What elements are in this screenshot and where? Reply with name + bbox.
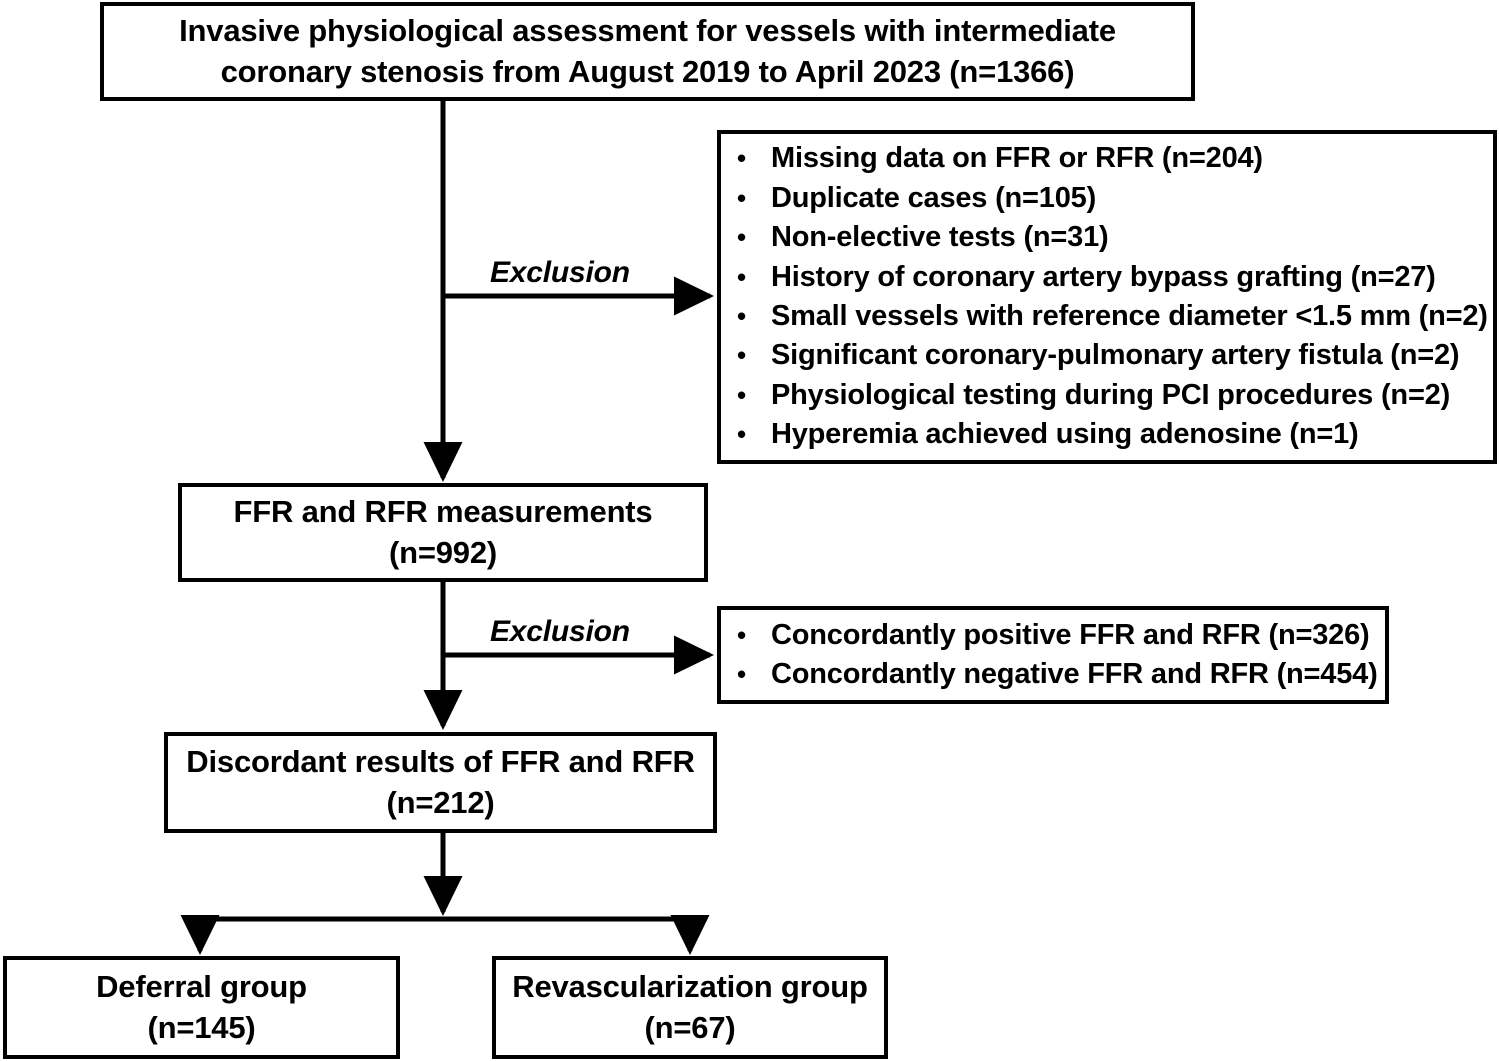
- bullet-icon: •: [737, 619, 746, 650]
- list-item: • Non-elective tests (n=31): [737, 218, 1493, 257]
- node-discordant: Discordant results of FFR and RFR (n=212…: [164, 732, 717, 833]
- node-measurements-line-1: FFR and RFR measurements: [233, 494, 653, 530]
- list-item: • Concordantly positive FFR and RFR (n=3…: [737, 616, 1385, 655]
- bullet-icon: •: [737, 222, 746, 253]
- bullet-icon: •: [737, 301, 746, 331]
- list-item: • History of coronary artery bypass graf…: [737, 258, 1493, 297]
- node-measurements: FFR and RFR measurements (n=992): [178, 483, 708, 582]
- node-deferral-line-2: (n=145): [147, 1009, 256, 1045]
- exclusion-label-1: Exclusion: [490, 256, 630, 289]
- list-item-label: Concordantly negative FFR and RFR (n=454…: [771, 658, 1378, 690]
- list-item-label: Significant coronary-pulmonary artery fi…: [771, 339, 1460, 372]
- node-revascularization: Revascularization group (n=67): [492, 956, 888, 1059]
- node-deferral-line-1: Deferral group: [96, 969, 307, 1005]
- node-deferral: Deferral group (n=145): [3, 956, 400, 1059]
- list-item-label: Duplicate cases (n=105): [771, 181, 1097, 214]
- list-item: • Concordantly negative FFR and RFR (n=4…: [737, 655, 1385, 694]
- node-enrollment: Invasive physiological assessment for ve…: [100, 2, 1195, 101]
- node-measurements-line-2: (n=992): [388, 534, 497, 570]
- node-discordant-line-1: Discordant results of FFR and RFR: [186, 744, 695, 780]
- exclusion-list-1: • Missing data on FFR or RFR (n=204) • D…: [717, 130, 1497, 464]
- list-item-label: Hyperemia achieved using adenosine (n=1): [771, 418, 1359, 451]
- bullet-icon: •: [737, 261, 746, 292]
- list-item-label: Physiological testing during PCI procedu…: [771, 378, 1451, 411]
- node-enrollment-line-1: Invasive physiological assessment for ve…: [179, 13, 1116, 49]
- list-item-label: Missing data on FFR or RFR (n=204): [771, 142, 1263, 175]
- exclusion-list-2: • Concordantly positive FFR and RFR (n=3…: [717, 606, 1389, 704]
- bullet-icon: •: [737, 419, 746, 450]
- list-item-label: Small vessels with reference diameter <1…: [771, 300, 1488, 332]
- list-item-label: Non-elective tests (n=31): [771, 221, 1109, 254]
- list-item: • Duplicate cases (n=105): [737, 179, 1493, 218]
- list-item: • Significant coronary-pulmonary artery …: [737, 336, 1493, 375]
- node-revascularization-line-1: Revascularization group: [512, 969, 868, 1005]
- list-item: • Small vessels with reference diameter …: [737, 297, 1493, 336]
- list-item-label: History of coronary artery bypass grafti…: [771, 260, 1436, 293]
- bullet-icon: •: [737, 143, 746, 174]
- exclusion-label-2: Exclusion: [490, 615, 630, 648]
- node-revascularization-line-2: (n=67): [644, 1009, 736, 1045]
- bullet-icon: •: [737, 182, 746, 213]
- bullet-icon: •: [737, 340, 746, 371]
- bullet-icon: •: [737, 659, 746, 689]
- list-item: • Physiological testing during PCI proce…: [737, 376, 1493, 415]
- list-item: • Missing data on FFR or RFR (n=204): [737, 139, 1493, 178]
- node-discordant-line-2: (n=212): [386, 784, 495, 820]
- bullet-icon: •: [737, 379, 746, 410]
- node-enrollment-line-2: coronary stenosis from August 2019 to Ap…: [220, 53, 1075, 89]
- list-item: • Hyperemia achieved using adenosine (n=…: [737, 415, 1493, 454]
- list-item-label: Concordantly positive FFR and RFR (n=326…: [771, 618, 1370, 651]
